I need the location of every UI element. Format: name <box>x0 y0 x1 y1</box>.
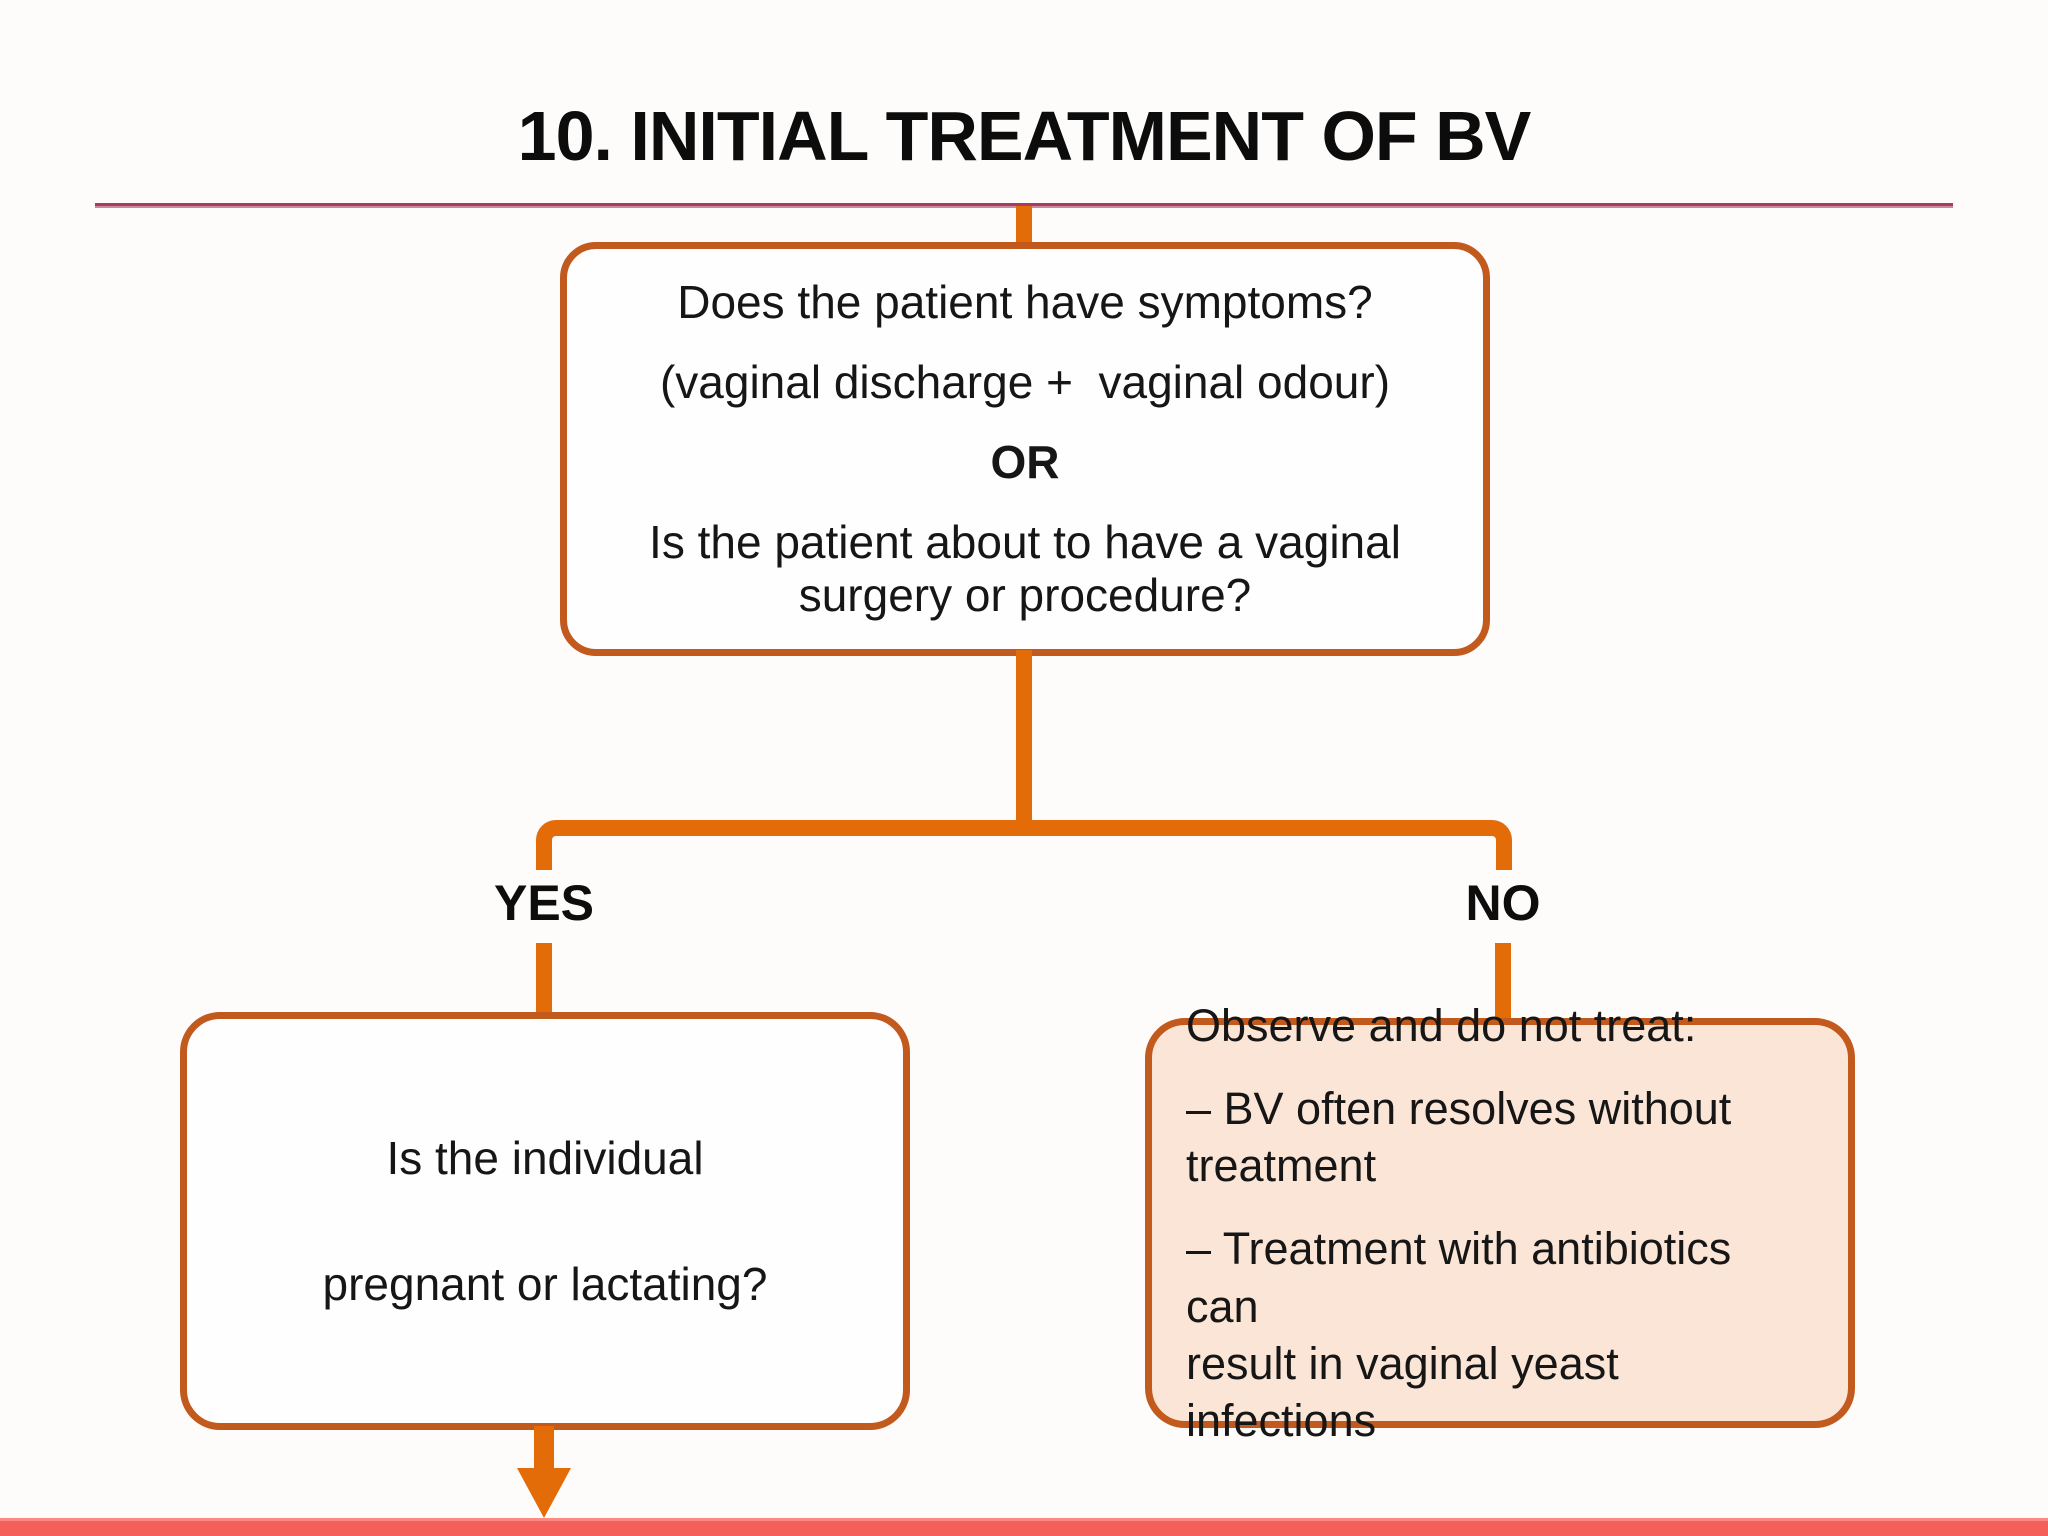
connector-root-stem <box>1016 650 1032 826</box>
root-question-line: Does the patient have symptoms? <box>677 276 1373 329</box>
no-box-heading: Observe and do not treat: <box>1186 1000 1697 1052</box>
down-arrow-head <box>517 1468 571 1518</box>
flow-node-observe: Observe and do not treat: – BV often res… <box>1145 1000 1855 1446</box>
branch-label-yes: YES <box>493 875 595 931</box>
page-title: 10. INITIAL TREATMENT OF BV <box>517 97 1532 175</box>
no-box-bullet1: – BV often resolves without treatment <box>1186 1083 1732 1192</box>
connector-no-to-box <box>1495 943 1511 1022</box>
connector-branch-bracket <box>536 820 1512 870</box>
footer-accent-bar <box>0 1518 2048 1536</box>
flow-node-symptoms-question: Does the patient have symptoms? (vaginal… <box>560 242 1490 656</box>
title-divider-line <box>95 203 1953 208</box>
root-or-label: OR <box>990 436 1060 489</box>
yes-box-line1: Is the individual <box>386 1132 704 1184</box>
flow-node-pregnant-question: Is the individual pregnant or lactating? <box>180 1012 910 1430</box>
connector-title-to-root <box>1016 206 1032 246</box>
no-box-bullet2: – Treatment with antibiotics can result … <box>1186 1223 1732 1446</box>
connector-yes-to-box <box>536 943 552 1016</box>
root-question-detail: (vaginal discharge + vaginal odour) <box>659 356 1391 409</box>
yes-box-line2: pregnant or lactating? <box>322 1258 768 1310</box>
root-question-surgery: Is the patient about to have a vaginal s… <box>649 515 1401 621</box>
branch-label-no: NO <box>1465 875 1541 931</box>
down-arrow-shaft <box>534 1426 554 1472</box>
